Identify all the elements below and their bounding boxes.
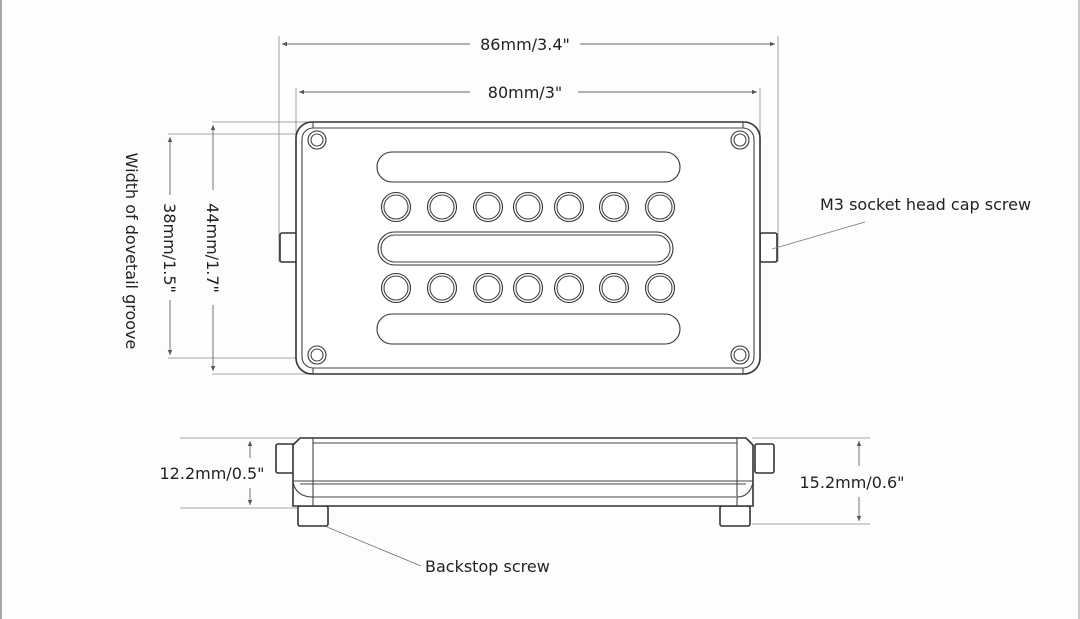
total-height-label: 15.2mm/0.6" <box>800 473 905 492</box>
body-width-label: 80mm/3" <box>488 83 562 102</box>
side-view: 12.2mm/0.5" 15.2mm/0.6" Backstop screw <box>160 437 905 576</box>
backstop-callout-leader <box>326 526 422 567</box>
hole <box>512 191 544 223</box>
overall-height-label: 44mm/1.7" <box>203 203 222 293</box>
groove-caption: Width of dovetail groove <box>122 153 141 350</box>
side-screw-right-profile <box>754 443 775 474</box>
screw-callout-label: M3 socket head cap screw <box>820 195 1031 214</box>
screw-callout-leader <box>771 221 866 250</box>
overall-width-label: 86mm/3.4" <box>480 35 570 54</box>
backstop-callout-label: Backstop screw <box>425 557 550 576</box>
hole <box>426 191 458 223</box>
top-view: 86mm/3.4" 80mm/3" 44mm/1.7" 38mm/1.5" Wi… <box>122 35 1031 375</box>
groove-height-label: 38mm/1.5" <box>160 203 179 293</box>
corner-screw-top-right <box>730 130 750 150</box>
slot-bottom <box>376 313 681 345</box>
hole <box>644 191 676 223</box>
slot-middle <box>377 231 674 266</box>
hole <box>553 191 585 223</box>
hole <box>472 191 504 223</box>
backstop-screw-left <box>297 505 329 527</box>
image-frame-right <box>1078 0 1080 619</box>
hole <box>512 272 544 304</box>
clamp-side-profile <box>292 437 754 507</box>
hole <box>472 272 504 304</box>
hole-grid <box>380 191 676 304</box>
image-frame-left <box>0 0 2 619</box>
body-height-label: 12.2mm/0.5" <box>160 464 265 483</box>
side-screw-left <box>279 232 298 263</box>
corner-screw-bottom-right <box>730 345 750 365</box>
hole <box>380 191 412 223</box>
side-screw-left-profile <box>275 443 296 474</box>
hole <box>644 272 676 304</box>
hole <box>598 272 630 304</box>
clamp-body-inner-outline <box>301 127 755 369</box>
hole <box>426 272 458 304</box>
hole <box>380 272 412 304</box>
hole <box>553 272 585 304</box>
side-screw-right <box>759 232 778 263</box>
slot-top <box>376 151 681 183</box>
hole <box>598 191 630 223</box>
corner-screw-top-left <box>307 130 327 150</box>
corner-screw-bottom-left <box>307 345 327 365</box>
backstop-screw-right <box>719 505 751 527</box>
